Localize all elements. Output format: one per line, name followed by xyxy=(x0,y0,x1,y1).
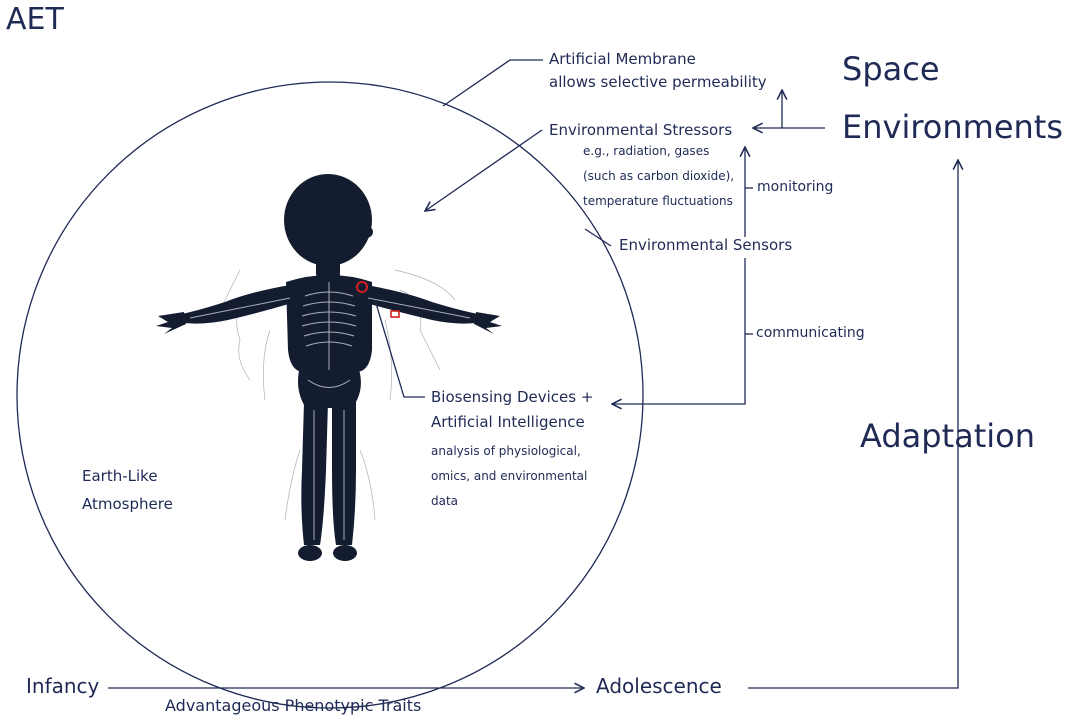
biosensing-label: Biosensing Devices + xyxy=(431,388,594,406)
atmosphere-label: Earth-Like Atmosphere xyxy=(82,462,173,518)
traits-label: Advantageous Phenotypic Traits xyxy=(165,696,422,715)
membrane-label: Artificial Membrane xyxy=(549,50,696,68)
biosensing-details: analysis of physiological, omics, and en… xyxy=(431,439,587,514)
stressors-detail-line: e.g., radiation, gases xyxy=(583,144,710,158)
stressors-to-body-arrow xyxy=(425,129,543,211)
adaptation-label: Adaptation xyxy=(860,417,1036,455)
sensors-pointer-line xyxy=(584,228,612,247)
atmosphere-label-line: Atmosphere xyxy=(82,495,173,513)
membrane-circle xyxy=(16,81,644,709)
stressors-label: Environmental Stressors xyxy=(549,121,733,139)
membrane-description: allows selective permeability xyxy=(549,73,767,91)
communicating-arrow xyxy=(612,258,746,404)
biosensing-pointer-line xyxy=(374,299,425,398)
adolescence-label: Adolescence xyxy=(596,674,722,698)
sensors-label: Environmental Sensors xyxy=(619,236,793,254)
biosensing-detail-line: data xyxy=(431,494,459,508)
stressors-details: e.g., radiation, gases (such as carbon d… xyxy=(583,139,734,214)
communicating-label: communicating xyxy=(756,325,865,341)
stressors-detail-line: temperature fluctuations xyxy=(583,194,733,208)
child-body-illustration-icon xyxy=(156,174,502,561)
membrane-pointer-line xyxy=(442,59,543,107)
diagram-title: AET xyxy=(6,2,64,37)
monitoring-label: monitoring xyxy=(757,179,834,195)
infancy-label: Infancy xyxy=(26,674,100,698)
adolescence-to-environments-arrow xyxy=(748,160,958,689)
biosensing-detail-line: omics, and environmental xyxy=(431,469,588,483)
environments-to-stressors-arrow xyxy=(782,90,825,129)
sensor-marker-arm xyxy=(390,310,400,318)
space-label: Space xyxy=(842,50,940,88)
sensor-marker-chest xyxy=(356,281,368,293)
environments-label: Environments xyxy=(842,108,1063,146)
stressors-detail-line: (such as carbon dioxide), xyxy=(583,169,735,183)
biosensing-detail-line: analysis of physiological, xyxy=(431,444,581,458)
atmosphere-label-line: Earth-Like xyxy=(82,467,158,485)
ai-label: Artificial Intelligence xyxy=(431,413,585,431)
